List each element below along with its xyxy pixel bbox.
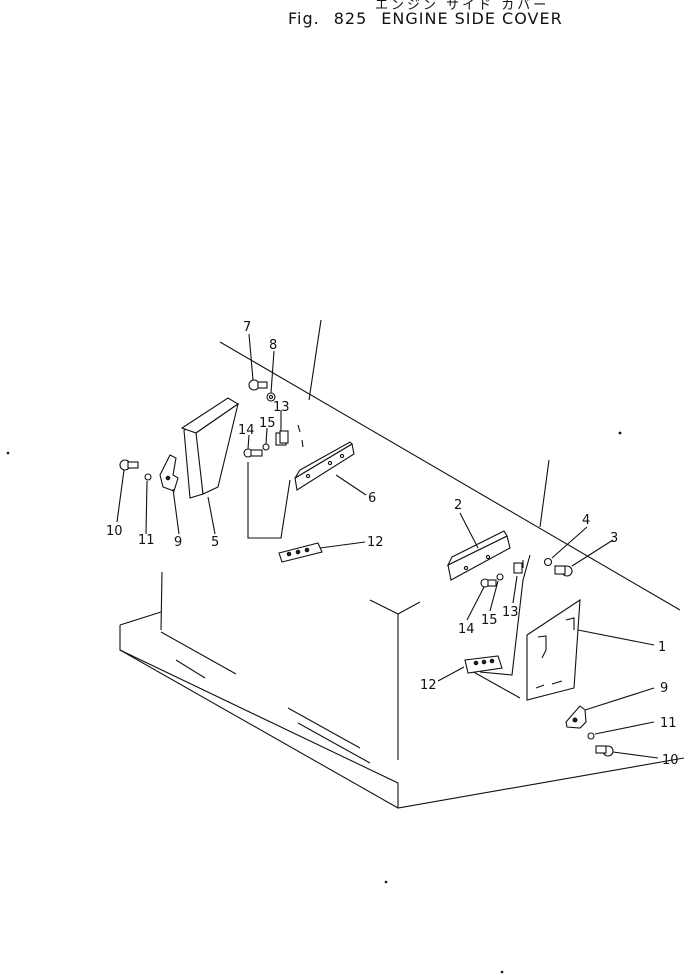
callout-14-right: 14 (458, 622, 475, 637)
callout-3: 3 (610, 531, 618, 546)
right-small-parts (464, 554, 614, 757)
callout-15-right: 15 (481, 613, 498, 628)
scan-specks (6, 431, 622, 974)
title-english: ENGINE SIDE COVER (381, 9, 563, 28)
right-hinge-bracket (446, 530, 511, 581)
right-side-cover (526, 598, 581, 701)
left-hinge-bracket (294, 441, 355, 491)
callout-11-right: 11 (660, 716, 677, 731)
figure-title: Fig. 825 ENGINE SIDE COVER (288, 9, 577, 28)
callout-9-right: 9 (660, 681, 668, 696)
engine-block-outline (119, 319, 684, 809)
left-side-cover (180, 397, 240, 499)
callout-13-right: 13 (502, 605, 519, 620)
callout-5: 5 (211, 535, 219, 550)
callout-8: 8 (269, 338, 277, 353)
callout-10-left: 10 (106, 524, 123, 539)
leader-lines (116, 333, 659, 759)
callout-7: 7 (243, 320, 251, 335)
left-small-parts (119, 379, 323, 563)
callout-13-left: 13 (273, 400, 290, 415)
callout-labels: 7 8 13 15 14 6 10 11 9 5 12 2 4 3 13 15 … (106, 320, 679, 768)
callout-1: 1 (658, 640, 666, 655)
callout-12-right: 12 (420, 678, 437, 693)
callout-15-left: 15 (259, 416, 276, 431)
callout-14-left: 14 (238, 423, 255, 438)
fig-label: Fig. (288, 9, 320, 28)
title-japanese: エンジン サイド カバー (375, 0, 550, 13)
callout-6: 6 (368, 491, 376, 506)
fig-number: 825 (333, 9, 368, 28)
callout-10-right: 10 (662, 753, 679, 768)
callout-11-left: 11 (138, 533, 155, 548)
callout-2: 2 (454, 498, 462, 513)
callout-4: 4 (582, 513, 590, 528)
callout-9-left: 9 (174, 535, 182, 550)
callout-12-left: 12 (367, 535, 384, 550)
